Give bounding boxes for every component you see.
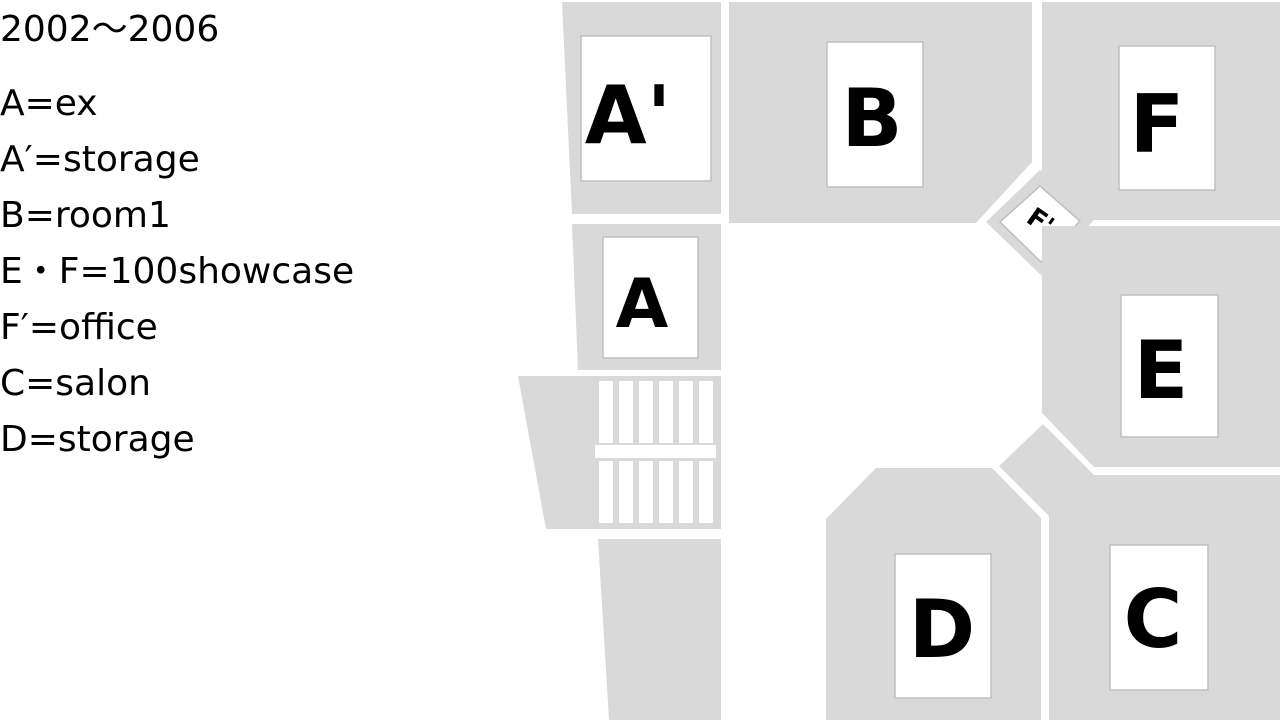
legend-item-f-prime: F′=office: [0, 307, 158, 348]
room-letter-d: D: [909, 583, 975, 676]
zone-f: F: [1042, 2, 1280, 220]
label-box-d: [894, 553, 992, 699]
legend-item-e-f: E・F=100showcase: [0, 251, 355, 292]
label-box-b: [826, 41, 924, 188]
room-letter-b: B: [842, 72, 903, 165]
label-box-a-prime: [580, 35, 712, 182]
label-box-f: [1118, 45, 1216, 191]
room-letter-f: F: [1130, 78, 1185, 171]
zone-c: C: [999, 424, 1280, 720]
zone-f-prime: F': [986, 170, 1094, 276]
label-box-e: [1120, 294, 1219, 438]
legend-item-a: A=ex: [0, 83, 98, 124]
label-box-a: [602, 236, 699, 359]
zone-a: A: [572, 224, 721, 370]
zone-b: B: [729, 2, 1032, 223]
label-box-f-prime: [998, 184, 1082, 264]
legend-item-b: B=room1: [0, 195, 171, 236]
legend-list: A=ex A′=storage B=room1 E・F=100showcase …: [0, 76, 354, 468]
room-letter-e: E: [1134, 324, 1189, 417]
room-letter-c: C: [1124, 573, 1183, 666]
label-box-c: [1109, 544, 1209, 691]
zone-a-prime: A': [562, 2, 721, 214]
zone-e: E: [1042, 226, 1280, 467]
legend-item-d: D=storage: [0, 419, 195, 460]
legend-item-a-prime: A′=storage: [0, 139, 200, 180]
zone-d: D: [826, 468, 1041, 720]
staircase: [518, 376, 721, 529]
room-letter-a-prime: A': [585, 69, 671, 162]
zone-lower-left: [598, 539, 721, 720]
room-letter-a: A: [616, 265, 669, 344]
legend-item-c: C=salon: [0, 363, 151, 404]
legend-period: 2002～2006: [0, 9, 220, 50]
